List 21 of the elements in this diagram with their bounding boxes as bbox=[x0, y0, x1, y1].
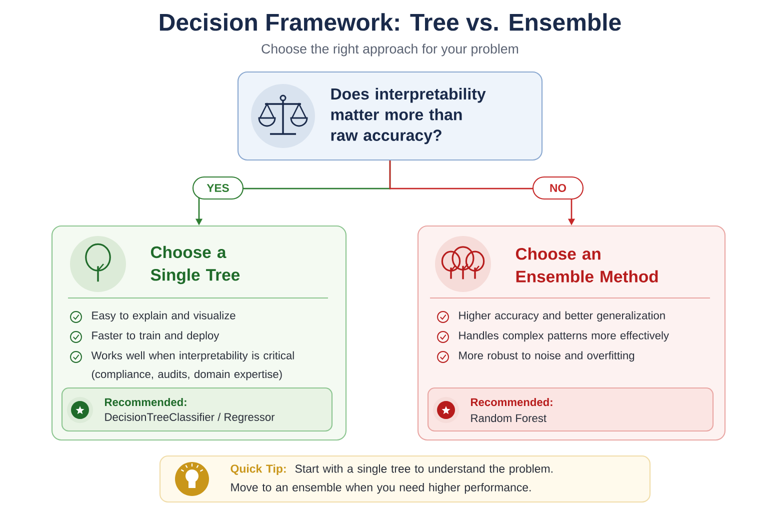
bullet-text: More robust to noise and overfitting bbox=[459, 351, 634, 362]
question-box: Does interpretability matter more than raw accuracy? bbox=[237, 71, 543, 161]
recommendation-text: Random Forest bbox=[471, 414, 546, 422]
recommendation-label: Recommended: bbox=[471, 398, 552, 406]
card-heading: Choose a Single Tree bbox=[150, 246, 240, 284]
bullet-text: Handles complex patterns more effectively bbox=[459, 331, 669, 342]
bullet-text: Faster to train and deploy bbox=[92, 331, 220, 342]
title: Decision Framework: Tree vs. Ensemble bbox=[160, 13, 621, 31]
bullet-text: Works well when interpretability is critical (compliance, audits, domain expertise) bbox=[91, 351, 294, 380]
recommendation-box bbox=[427, 387, 714, 432]
recommendation-text: DecisionTreeClassifier / Regressor bbox=[105, 412, 275, 424]
edge-label: NO bbox=[532, 176, 584, 200]
bullet-text: Higher accuracy and better generalization bbox=[459, 311, 665, 322]
card-heading: Choose an Ensemble Method bbox=[516, 248, 658, 282]
edge-label: YES bbox=[192, 176, 244, 200]
tip-text: Quick Tip: Start with a single tree to understand the problem. Move to an ensemble when you need higher performance. bbox=[230, 464, 552, 494]
tip-box bbox=[159, 455, 651, 503]
recommendation-label: Recommended: bbox=[105, 398, 186, 406]
bullet-text: Easy to explain and visualize bbox=[92, 311, 236, 322]
recommendation-box bbox=[61, 387, 333, 432]
subtitle: Choose the right approach for your problem bbox=[262, 44, 518, 56]
